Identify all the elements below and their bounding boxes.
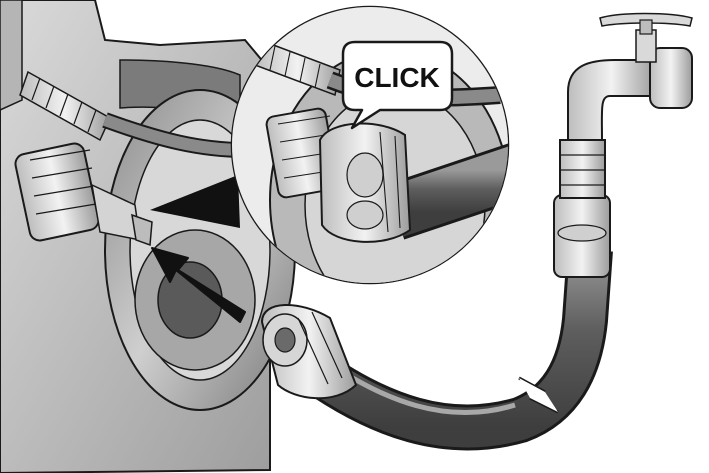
hose-quick-coupler [260,304,358,400]
click-label: CLICK [354,62,440,93]
magnifier-pointer [150,175,240,228]
click-callout-bubble: CLICK [341,40,454,130]
outlet-hose-ribbed [19,70,246,158]
tap-hose-coupler [553,139,611,278]
water-inlet-connector [14,142,153,247]
insert-direction-arrow [151,247,246,323]
water-tap-icon [567,12,693,141]
